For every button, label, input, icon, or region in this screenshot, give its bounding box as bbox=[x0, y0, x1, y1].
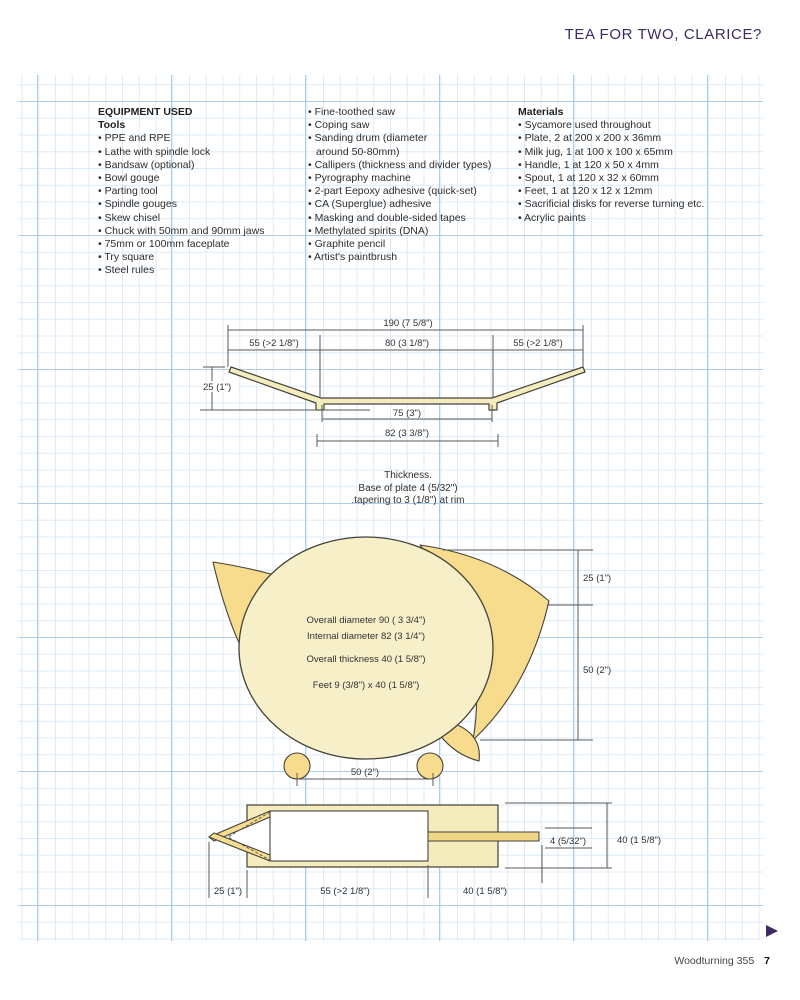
label-feet: Feet 9 (3/8") x 40 (1 5/8") bbox=[313, 680, 420, 691]
list-item: Plate, 2 at 200 x 200 x 36mm bbox=[518, 132, 753, 145]
dim-label-55: 55 (>2 1/8") bbox=[320, 886, 370, 897]
handle-strip bbox=[427, 831, 540, 842]
page-title: TEA FOR TWO, CLARICE? bbox=[564, 26, 762, 43]
list-item: Try square bbox=[98, 251, 303, 264]
dim-label-40-right: 40 (1 5/8") bbox=[617, 835, 661, 846]
dim-label-55-right: 55 (>2 1/8") bbox=[513, 338, 563, 349]
list-item: Sacrificial disks for reverse turning et… bbox=[518, 198, 753, 211]
thickness-note: Thickness. Base of plate 4 (5/32") .tape… bbox=[298, 470, 518, 508]
list-item: Masking and double-sided tapes bbox=[308, 212, 518, 225]
dim-label-4: 4 (5/32") bbox=[550, 836, 586, 847]
list-item: 75mm or 100mm faceplate bbox=[98, 238, 303, 251]
list-item: Parting tool bbox=[98, 185, 303, 198]
thickness-note-line2: Base of plate 4 (5/32") bbox=[358, 482, 458, 494]
list-item: Handle, 1 at 120 x 50 x 4mm bbox=[518, 159, 753, 172]
equipment-used-column: EQUIPMENT USED Tools PPE and RPE Lathe w… bbox=[98, 106, 303, 278]
list-item: Sycamore used throughout bbox=[518, 119, 753, 132]
hidden-edge-dashed bbox=[226, 811, 271, 861]
list-item: Coping saw bbox=[308, 119, 518, 132]
dim-label-25: 25 (1") bbox=[203, 382, 231, 393]
dim-label-80: 80 (3 1/8") bbox=[385, 338, 429, 349]
dim-label-190: 190 (7 5/8") bbox=[383, 318, 432, 329]
dim-label-25: 25 (1") bbox=[214, 886, 242, 897]
dim-label-feet-50: 50 (2") bbox=[351, 767, 379, 778]
label-overall-thickness: Overall thickness 40 (1 5/8") bbox=[306, 654, 425, 665]
list-item: PPE and RPE bbox=[98, 132, 303, 145]
page-footer: Woodturning 355 7 bbox=[674, 955, 770, 967]
list-item: Steel rules bbox=[98, 264, 303, 277]
list-item: CA (Superglue) adhesive bbox=[308, 198, 518, 211]
section-dimension-lines bbox=[208, 802, 612, 898]
list-item: Callipers (thickness and divider types) bbox=[308, 159, 518, 172]
list-item: 2-part Eepoxy adhesive (quick-set) bbox=[308, 185, 518, 198]
dim-label-75: 75 (3") bbox=[393, 408, 421, 419]
list-item: Pyrography machine bbox=[308, 172, 518, 185]
list-item: Bowl gouge bbox=[98, 172, 303, 185]
list-item: Artist's paintbrush bbox=[308, 251, 518, 264]
materials-title: Materials bbox=[518, 106, 564, 118]
magazine-name: Woodturning 355 bbox=[674, 955, 755, 967]
plate-cross-section-drawing: 190 (7 5/8") 55 (>2 1/8") 80 (3 1/8") 55… bbox=[200, 318, 586, 447]
teapot-front-view-drawing: Overall diameter 90 ( 3 3/4") Internal d… bbox=[212, 536, 611, 786]
plate-profile bbox=[228, 366, 586, 411]
hollow-interior bbox=[269, 810, 429, 862]
list-item: Fine-toothed saw bbox=[308, 106, 518, 119]
teapot-dimension-lines bbox=[296, 549, 593, 786]
thickness-note-line3: .tapering to 3 (1/8") at rim bbox=[351, 495, 465, 507]
list-item: Milk jug, 1 at 100 x 100 x 65mm bbox=[518, 146, 753, 159]
list-item: Spindle gouges bbox=[98, 198, 303, 211]
list-item: Feet, 1 at 120 x 12 x 12mm bbox=[518, 185, 753, 198]
next-page-arrow-icon bbox=[766, 925, 778, 937]
teapot-section-drawing: 4 (5/32") 40 (1 5/8") 25 (1") 55 (>2 1/8… bbox=[208, 802, 661, 898]
label-internal-diameter: Internal diameter 82 (3 1/4") bbox=[307, 631, 425, 642]
dim-label-50: 50 (2") bbox=[583, 665, 611, 676]
list-item-continuation: around 50-80mm) bbox=[316, 145, 400, 158]
list-item: Skew chisel bbox=[98, 212, 303, 225]
list-item: Methylated spirits (DNA) bbox=[308, 225, 518, 238]
page-number: 7 bbox=[764, 955, 770, 967]
list-item: Acrylic paints bbox=[518, 212, 753, 225]
teapot-body bbox=[238, 536, 494, 760]
equipment-used-title: EQUIPMENT USED bbox=[98, 106, 193, 118]
label-backing bbox=[201, 381, 238, 392]
foot-right bbox=[416, 752, 444, 780]
tools-subtitle: Tools bbox=[98, 119, 126, 132]
dim-label-40-bottom: 40 (1 5/8") bbox=[463, 886, 507, 897]
label-overall-diameter: Overall diameter 90 ( 3 3/4") bbox=[306, 615, 425, 626]
list-item: Lathe with spindle lock bbox=[98, 146, 303, 159]
list-item: Sanding drum (diameter bbox=[308, 132, 518, 145]
plate-dimension-lines bbox=[200, 325, 584, 447]
dim-label-55-left: 55 (>2 1/8") bbox=[249, 338, 299, 349]
equipment-column-2: Fine-toothed saw Coping saw Sanding drum… bbox=[308, 106, 518, 264]
dim-label-25: 25 (1") bbox=[583, 573, 611, 584]
list-item: Spout, 1 at 120 x 32 x 60mm bbox=[518, 172, 753, 185]
materials-column: Materials Sycamore used throughout Plate… bbox=[518, 106, 753, 225]
list-item: Chuck with 50mm and 90mm jaws bbox=[98, 225, 303, 238]
list-item: Graphite pencil bbox=[308, 238, 518, 251]
dim-label-82: 82 (3 3/8") bbox=[385, 428, 429, 439]
thickness-note-line1: Thickness. bbox=[384, 470, 432, 481]
list-item: Bandsaw (optional) bbox=[98, 159, 303, 172]
